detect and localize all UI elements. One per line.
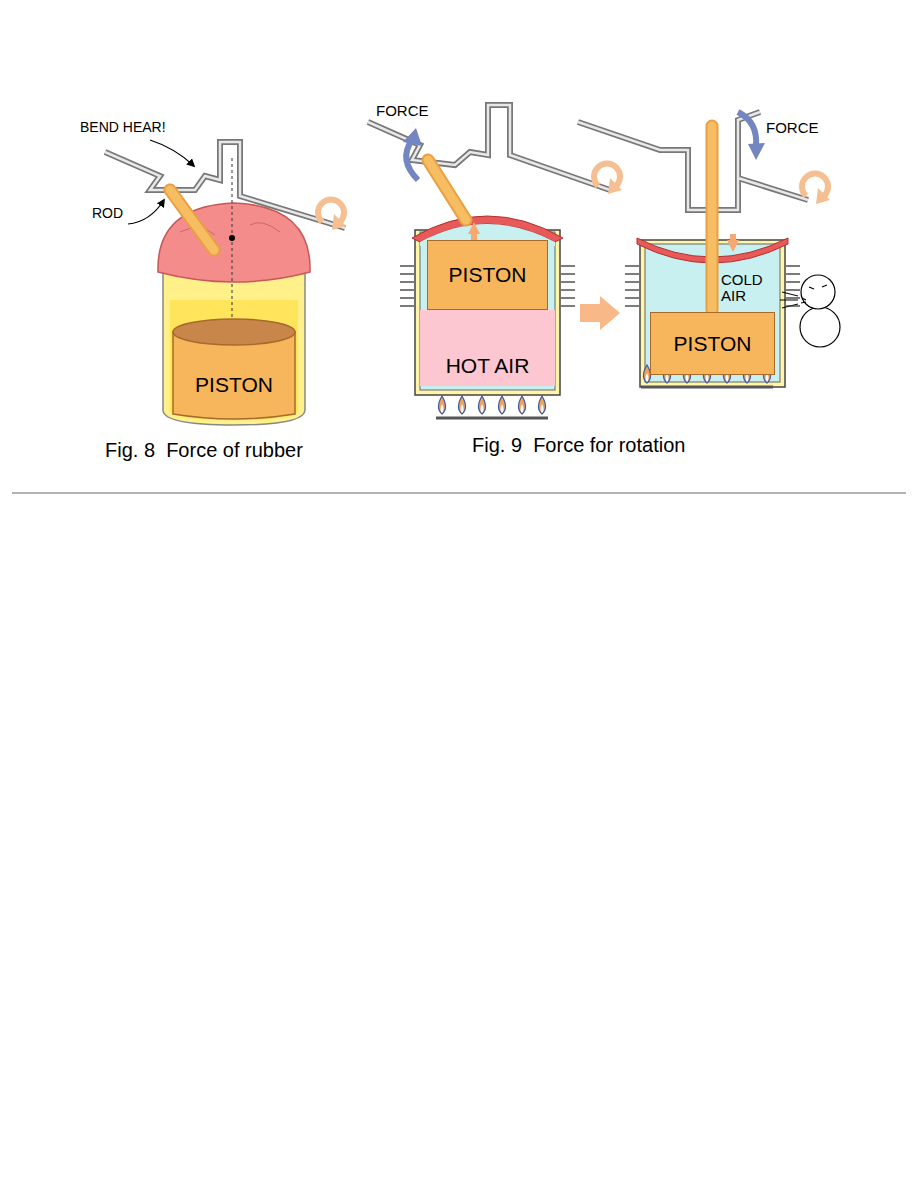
jar xyxy=(163,262,305,425)
crank-wire xyxy=(105,142,345,228)
force-label: FORCE xyxy=(376,102,429,119)
piston-shape xyxy=(172,318,296,422)
leader-line xyxy=(150,140,194,166)
leader-line xyxy=(128,200,164,224)
rotation-arrow xyxy=(802,174,828,196)
piston-cylinder: PISTON xyxy=(172,318,296,422)
rotation-arrow xyxy=(594,164,620,186)
rod xyxy=(706,126,719,310)
region-box: PISTON xyxy=(427,240,548,310)
region-box: HOT AIR xyxy=(420,310,555,386)
rule xyxy=(12,492,906,494)
push-arrow xyxy=(468,222,480,240)
node-text: PISTON xyxy=(195,372,273,397)
blowing-face xyxy=(780,275,840,347)
rod xyxy=(170,190,214,250)
figure-caption: Fig. 8 Force of rubber xyxy=(105,439,303,462)
force-arrow xyxy=(406,140,418,180)
rod xyxy=(428,160,466,220)
rotation-arrow xyxy=(318,200,344,222)
region-box: PISTON xyxy=(650,312,775,375)
callout-label: BEND HEAR! xyxy=(80,119,166,135)
force-label: FORCE xyxy=(766,119,819,136)
region-box: COLD AIR xyxy=(721,268,779,308)
node-text: HOT AIR xyxy=(446,353,530,378)
push-arrow xyxy=(727,234,739,252)
force-arrow xyxy=(738,112,756,146)
node-text: PISTON xyxy=(449,262,527,287)
callout-label: ROD xyxy=(92,205,123,221)
center-line xyxy=(232,158,233,326)
process-arrow xyxy=(580,296,620,330)
figure-caption: Fig. 9 Force for rotation xyxy=(472,434,685,457)
node-text: COLD AIR xyxy=(721,272,779,305)
node-text: PISTON xyxy=(674,331,752,356)
